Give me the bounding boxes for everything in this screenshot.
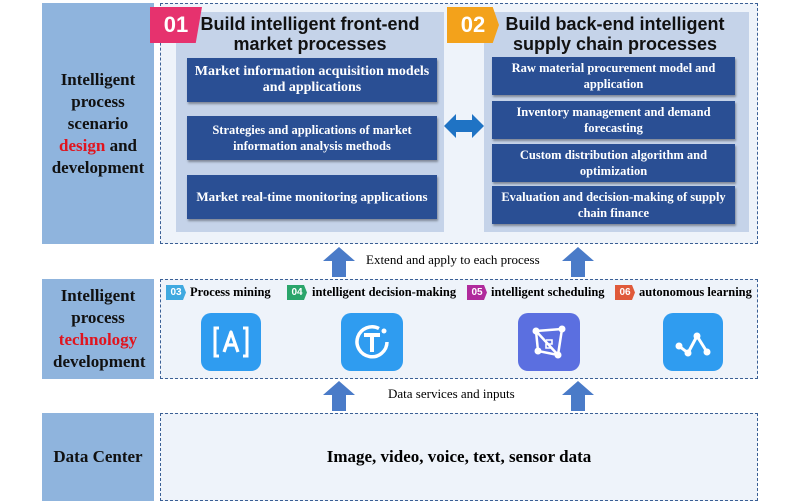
back-end-item-3: Custom distribution algorithm and optimi… bbox=[492, 144, 735, 182]
text-recognition-icon bbox=[201, 313, 261, 371]
tech-label-autonomous-learning: autonomous learning bbox=[639, 285, 752, 299]
data-center-panel: Image, video, voice, text, sensor data bbox=[160, 413, 758, 501]
back-end-item-2: Inventory management and demand forecast… bbox=[492, 101, 735, 139]
data-center-label: Data Center bbox=[53, 447, 143, 466]
design-row-label: Intelligent process scenario design and … bbox=[42, 3, 154, 244]
badge-01-number: 01 bbox=[163, 12, 189, 37]
back-end-title: Build back-end intelligent supply chain … bbox=[505, 14, 725, 54]
design-label-red: design bbox=[59, 135, 106, 155]
tech-label-process-mining: Process mining bbox=[190, 285, 271, 299]
badge-02-number: 02 bbox=[460, 12, 486, 37]
circle-t-icon bbox=[341, 313, 403, 371]
up-arrow-icon bbox=[562, 381, 594, 411]
back-end-item-1: Raw material procurement model and appli… bbox=[492, 57, 735, 95]
technology-label-post: development bbox=[53, 352, 146, 371]
front-end-item-2: Strategies and applications of market in… bbox=[187, 116, 437, 160]
front-end-item-1: Market information acquisition models an… bbox=[187, 58, 437, 102]
technology-label-pre: Intelligent process bbox=[60, 286, 136, 327]
front-end-item-3: Market real-time monitoring applications bbox=[187, 175, 437, 219]
graph-nodes-icon bbox=[518, 313, 580, 371]
design-label-pre: Intelligent process scenario bbox=[60, 69, 136, 133]
up-arrow-icon bbox=[323, 381, 355, 411]
design-label-post: and development bbox=[51, 135, 145, 177]
technology-row-label: Intelligent process technology developme… bbox=[42, 279, 154, 379]
line-chart-icon bbox=[663, 313, 723, 371]
tech-label-scheduling: intelligent scheduling bbox=[491, 285, 605, 299]
front-end-title: Build intelligent front-end market proce… bbox=[200, 14, 420, 54]
back-end-item-4: Evaluation and decision-making of supply… bbox=[492, 186, 735, 224]
tech-number-03: 03 bbox=[166, 285, 186, 300]
up-arrow-icon bbox=[323, 247, 355, 277]
extend-caption: Extend and apply to each process bbox=[366, 252, 540, 267]
technology-label-red: technology bbox=[58, 330, 138, 349]
up-arrow-icon bbox=[562, 247, 594, 277]
bidirectional-arrow-icon bbox=[444, 112, 484, 140]
data-center-row-label: Data Center bbox=[42, 413, 154, 501]
tech-label-decision-making: intelligent decision-making bbox=[312, 285, 457, 299]
badge-01: 01 bbox=[150, 7, 202, 43]
tech-number-06: 06 bbox=[615, 285, 635, 300]
data-center-text: Image, video, voice, text, sensor data bbox=[326, 447, 592, 466]
tech-number-04: 04 bbox=[287, 285, 307, 300]
badge-02: 02 bbox=[447, 7, 499, 43]
data-services-caption: Data services and inputs bbox=[388, 386, 515, 401]
tech-number-05: 05 bbox=[467, 285, 487, 300]
